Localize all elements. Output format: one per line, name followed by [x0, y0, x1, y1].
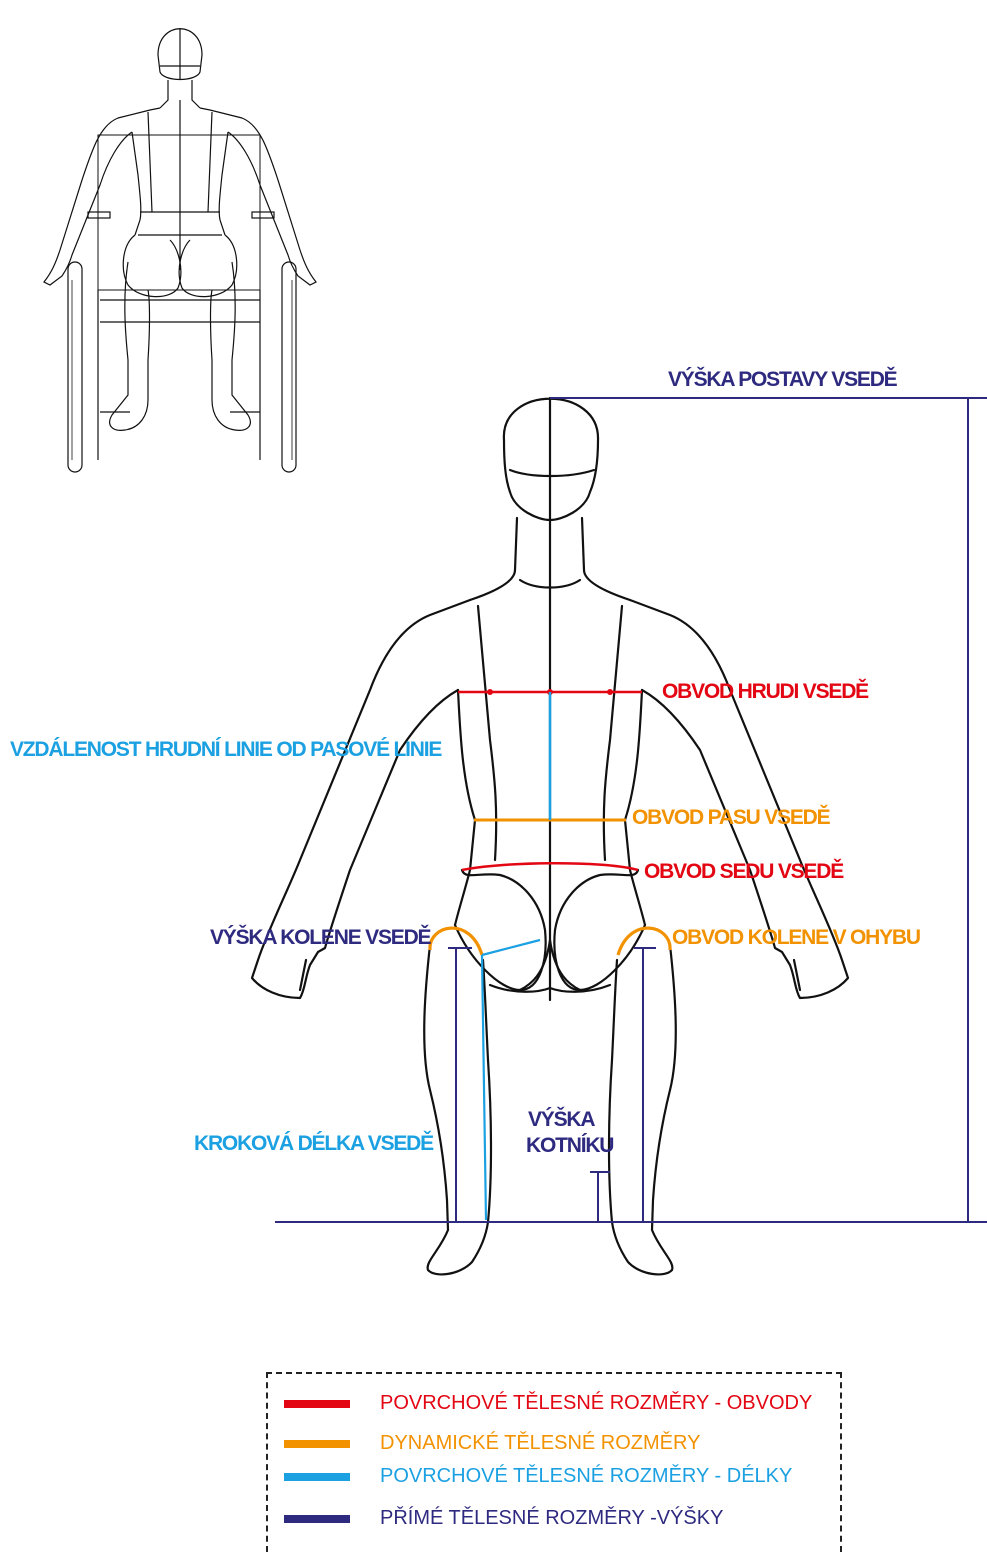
label-sitting-height: VÝŠKA POSTAVY VSEDĚ [668, 368, 897, 392]
label-knee-circumference: OBVOD KOLENE V OHYBU [672, 926, 920, 950]
label-ankle-height-line1: VÝŠKA [528, 1108, 594, 1132]
label-inseam-length: KROKOVÁ DÉLKA VSEDĚ [194, 1132, 433, 1156]
legend-swatch [284, 1515, 350, 1523]
label-seat-circumference: OBVOD SEDU VSEDĚ [644, 860, 843, 884]
legend-swatch [284, 1473, 350, 1481]
label-chest-circumference: OBVOD HRUDI VSEDĚ [662, 680, 868, 704]
legend-swatch [284, 1440, 350, 1448]
legend-text: POVRCHOVÉ TĚLESNÉ ROZMĚRY - DÉLKY [380, 1463, 792, 1489]
legend-text: DYNAMICKÉ TĚLESNÉ ROZMĚRY [380, 1430, 700, 1456]
legend-text: PŘÍMÉ TĚLESNÉ ROZMĚRY -VÝŠKY [380, 1505, 723, 1531]
label-waist-circumference: OBVOD PASU VSEDĚ [632, 806, 829, 830]
label-chest-waist-distance: VZDÁLENOST HRUDNÍ LINIE OD PASOVÉ LINIE [10, 738, 441, 762]
legend-text: POVRCHOVÉ TĚLESNÉ ROZMĚRY - OBVODY [380, 1390, 812, 1416]
label-knee-height: VÝŠKA KOLENE VSEDĚ [210, 926, 430, 950]
measure-knee-right [618, 928, 670, 955]
label-ankle-height-line2: KOTNÍKU [526, 1134, 613, 1158]
measure-crotch-diag [482, 940, 540, 955]
legend-swatch [284, 1400, 350, 1408]
